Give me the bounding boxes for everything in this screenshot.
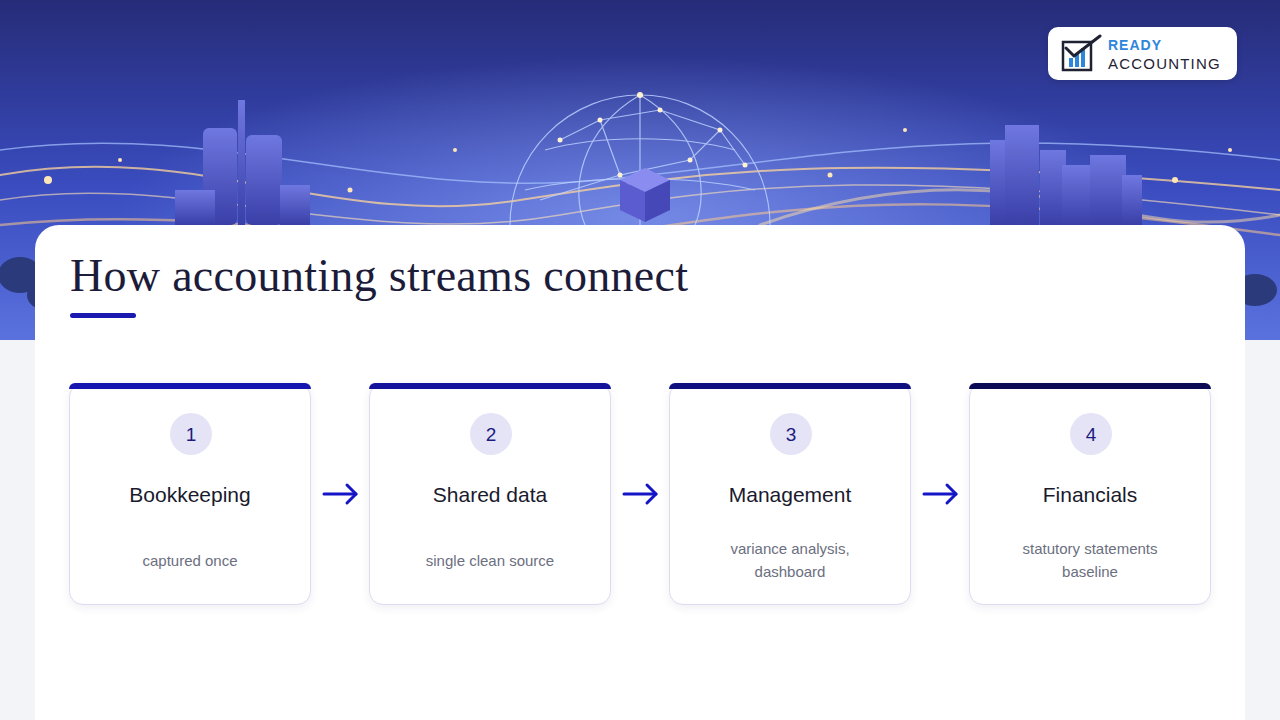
title-underline bbox=[70, 313, 136, 318]
tower bbox=[238, 100, 245, 225]
cube-left bbox=[620, 180, 645, 222]
step-description: statutory statements baseline bbox=[1010, 537, 1170, 583]
globe-parallel bbox=[545, 139, 735, 150]
arrow-head bbox=[347, 485, 356, 503]
step-title: Shared data bbox=[370, 482, 610, 508]
network-dot bbox=[718, 128, 723, 133]
step-number: 4 bbox=[1086, 425, 1097, 444]
step-number: 1 bbox=[186, 425, 197, 444]
silo bbox=[246, 135, 282, 225]
step-description-area: captured once bbox=[70, 534, 310, 586]
silos bbox=[175, 100, 310, 225]
logo-check bbox=[1066, 36, 1100, 56]
network-dot bbox=[688, 158, 693, 163]
step-number: 3 bbox=[786, 425, 797, 444]
step-number-badge: 3 bbox=[770, 413, 812, 455]
building bbox=[1005, 125, 1039, 225]
process-card: Bookkeeping captured once 1 bbox=[69, 383, 311, 605]
globe-outline bbox=[510, 95, 770, 225]
card-accent-bar bbox=[669, 383, 911, 389]
step-description: captured once bbox=[142, 549, 237, 572]
step-title: Bookkeeping bbox=[70, 482, 310, 508]
globe-meridian bbox=[640, 95, 701, 225]
arrow-head bbox=[647, 485, 656, 503]
step-description-area: single clean source bbox=[370, 534, 610, 586]
arrow-head bbox=[947, 485, 956, 503]
network-dot bbox=[743, 163, 748, 168]
card-accent-bar bbox=[69, 383, 311, 389]
network-dot bbox=[558, 138, 563, 143]
arrow-shaft bbox=[924, 493, 956, 496]
data-cube bbox=[620, 168, 670, 222]
building bbox=[1122, 175, 1142, 225]
card-accent-bar bbox=[369, 383, 611, 389]
sparkle bbox=[903, 128, 907, 132]
step-description-area: variance analysis, dashboard bbox=[670, 534, 910, 586]
building bbox=[1062, 165, 1092, 225]
sparkle bbox=[1228, 148, 1232, 152]
step-description: single clean source bbox=[426, 549, 554, 572]
network-dot bbox=[618, 173, 623, 178]
cube-right bbox=[645, 180, 670, 222]
shed bbox=[175, 190, 215, 225]
network-dot bbox=[637, 92, 643, 98]
sparkle bbox=[118, 158, 122, 162]
process-card: Management variance analysis, dashboard 3 bbox=[669, 383, 911, 605]
building bbox=[1090, 155, 1126, 225]
sparkle bbox=[453, 148, 457, 152]
step-number-badge: 4 bbox=[1070, 413, 1112, 455]
network-dot bbox=[658, 108, 663, 113]
flow-arrow bbox=[924, 485, 956, 503]
arrow-shaft bbox=[624, 493, 656, 496]
sparkle bbox=[348, 188, 353, 193]
logo-bar bbox=[1069, 58, 1073, 67]
sparkle bbox=[44, 176, 52, 184]
flow-arrow bbox=[324, 485, 356, 503]
logo-wordmark: READY bbox=[1108, 38, 1162, 52]
step-description: variance analysis, dashboard bbox=[710, 537, 870, 583]
process-card: Shared data single clean source 2 bbox=[369, 383, 611, 605]
globe-nodes bbox=[558, 92, 748, 178]
buildings bbox=[990, 125, 1142, 225]
step-number-badge: 2 bbox=[470, 413, 512, 455]
diagram-title: How accounting streams connect bbox=[70, 253, 688, 299]
step-number-badge: 1 bbox=[170, 413, 212, 455]
shed bbox=[280, 185, 310, 225]
sparkle bbox=[828, 173, 833, 178]
sparkle bbox=[1172, 177, 1178, 183]
step-description-area: statutory statements baseline bbox=[970, 534, 1210, 586]
logo-wordmark: ACCOUNTING bbox=[1108, 56, 1221, 71]
network-dot bbox=[598, 118, 603, 123]
card-accent-bar bbox=[969, 383, 1211, 389]
content-card: How accounting streams connectBookkeepin… bbox=[35, 225, 1245, 720]
globe-link bbox=[540, 110, 745, 200]
step-title: Financials bbox=[970, 482, 1210, 508]
globe bbox=[510, 95, 770, 225]
logo-icon bbox=[1060, 34, 1104, 74]
step-title: Management bbox=[670, 482, 910, 508]
flow-arrow bbox=[624, 485, 656, 503]
arrow-shaft bbox=[324, 493, 356, 496]
step-number: 2 bbox=[486, 425, 497, 444]
process-card: Financials statutory statements baseline 4 bbox=[969, 383, 1211, 605]
